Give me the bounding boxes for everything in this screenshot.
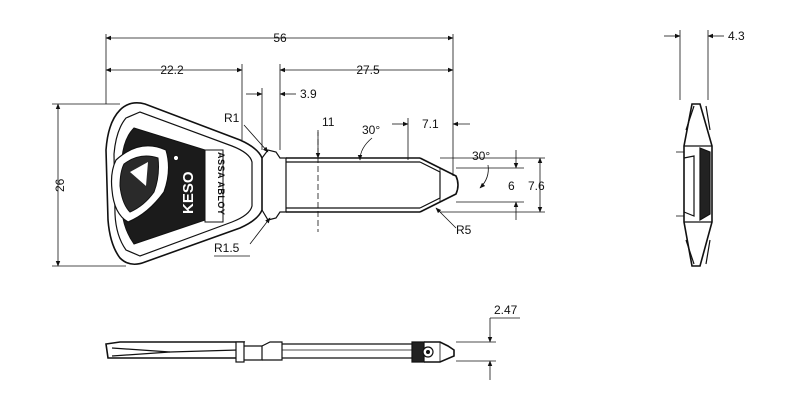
dim-bottom-thickness-group: 2.47 <box>456 303 520 380</box>
dim-tip-taper: 7.1 <box>422 117 439 131</box>
key-front-view: KESO ASSA ABLOY <box>105 102 459 266</box>
dim-side-thickness: 4.3 <box>728 29 745 43</box>
key-emblem <box>110 145 179 223</box>
dim-blade-width: 11 <box>322 115 335 129</box>
dim-side-thickness-group: 4.3 <box>664 29 745 100</box>
dim-shoulder-gap: 3.9 <box>300 87 317 101</box>
dim-bow-length: 22.2 <box>160 63 184 77</box>
key-neck <box>261 149 287 221</box>
dim-tip-outer-width: 7.6 <box>528 179 545 193</box>
key-side-view <box>676 103 713 267</box>
dim-tip-width: 6 <box>508 179 515 193</box>
dimensions-front: 56 22.2 27.5 3.9 R1 11 30° 7.1 30° <box>52 31 545 267</box>
dim-bow-height: 26 <box>53 178 67 192</box>
brand-text: KESO <box>180 171 197 214</box>
dim-overall-length: 56 <box>273 31 287 45</box>
subbrand-strip <box>204 149 224 223</box>
dim-radius-upper: R1 <box>224 111 240 125</box>
dim-bottom-thickness: 2.47 <box>494 303 518 317</box>
key-bow-inner-contour <box>113 111 253 257</box>
key-bow-outline <box>105 102 263 266</box>
key-bottom-view <box>105 341 455 363</box>
dim-angle-tip: 30° <box>472 149 490 163</box>
dim-angle-upper: 30° <box>362 123 380 137</box>
subbrand-text: ASSA ABLOY <box>216 152 226 215</box>
dim-blade-length: 27.5 <box>356 63 380 77</box>
dim-radius-lower: R1.5 <box>214 241 240 255</box>
dim-radius-tip: R5 <box>456 223 472 237</box>
key-blade <box>286 157 459 213</box>
